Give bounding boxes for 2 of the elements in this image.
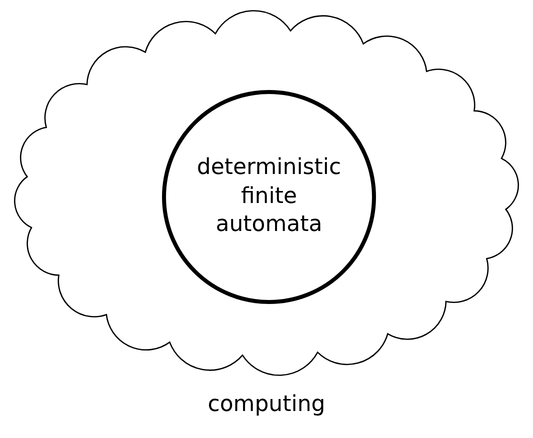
- cloud-caption: computing: [208, 392, 326, 417]
- node-label: deterministic finite automata: [196, 154, 342, 240]
